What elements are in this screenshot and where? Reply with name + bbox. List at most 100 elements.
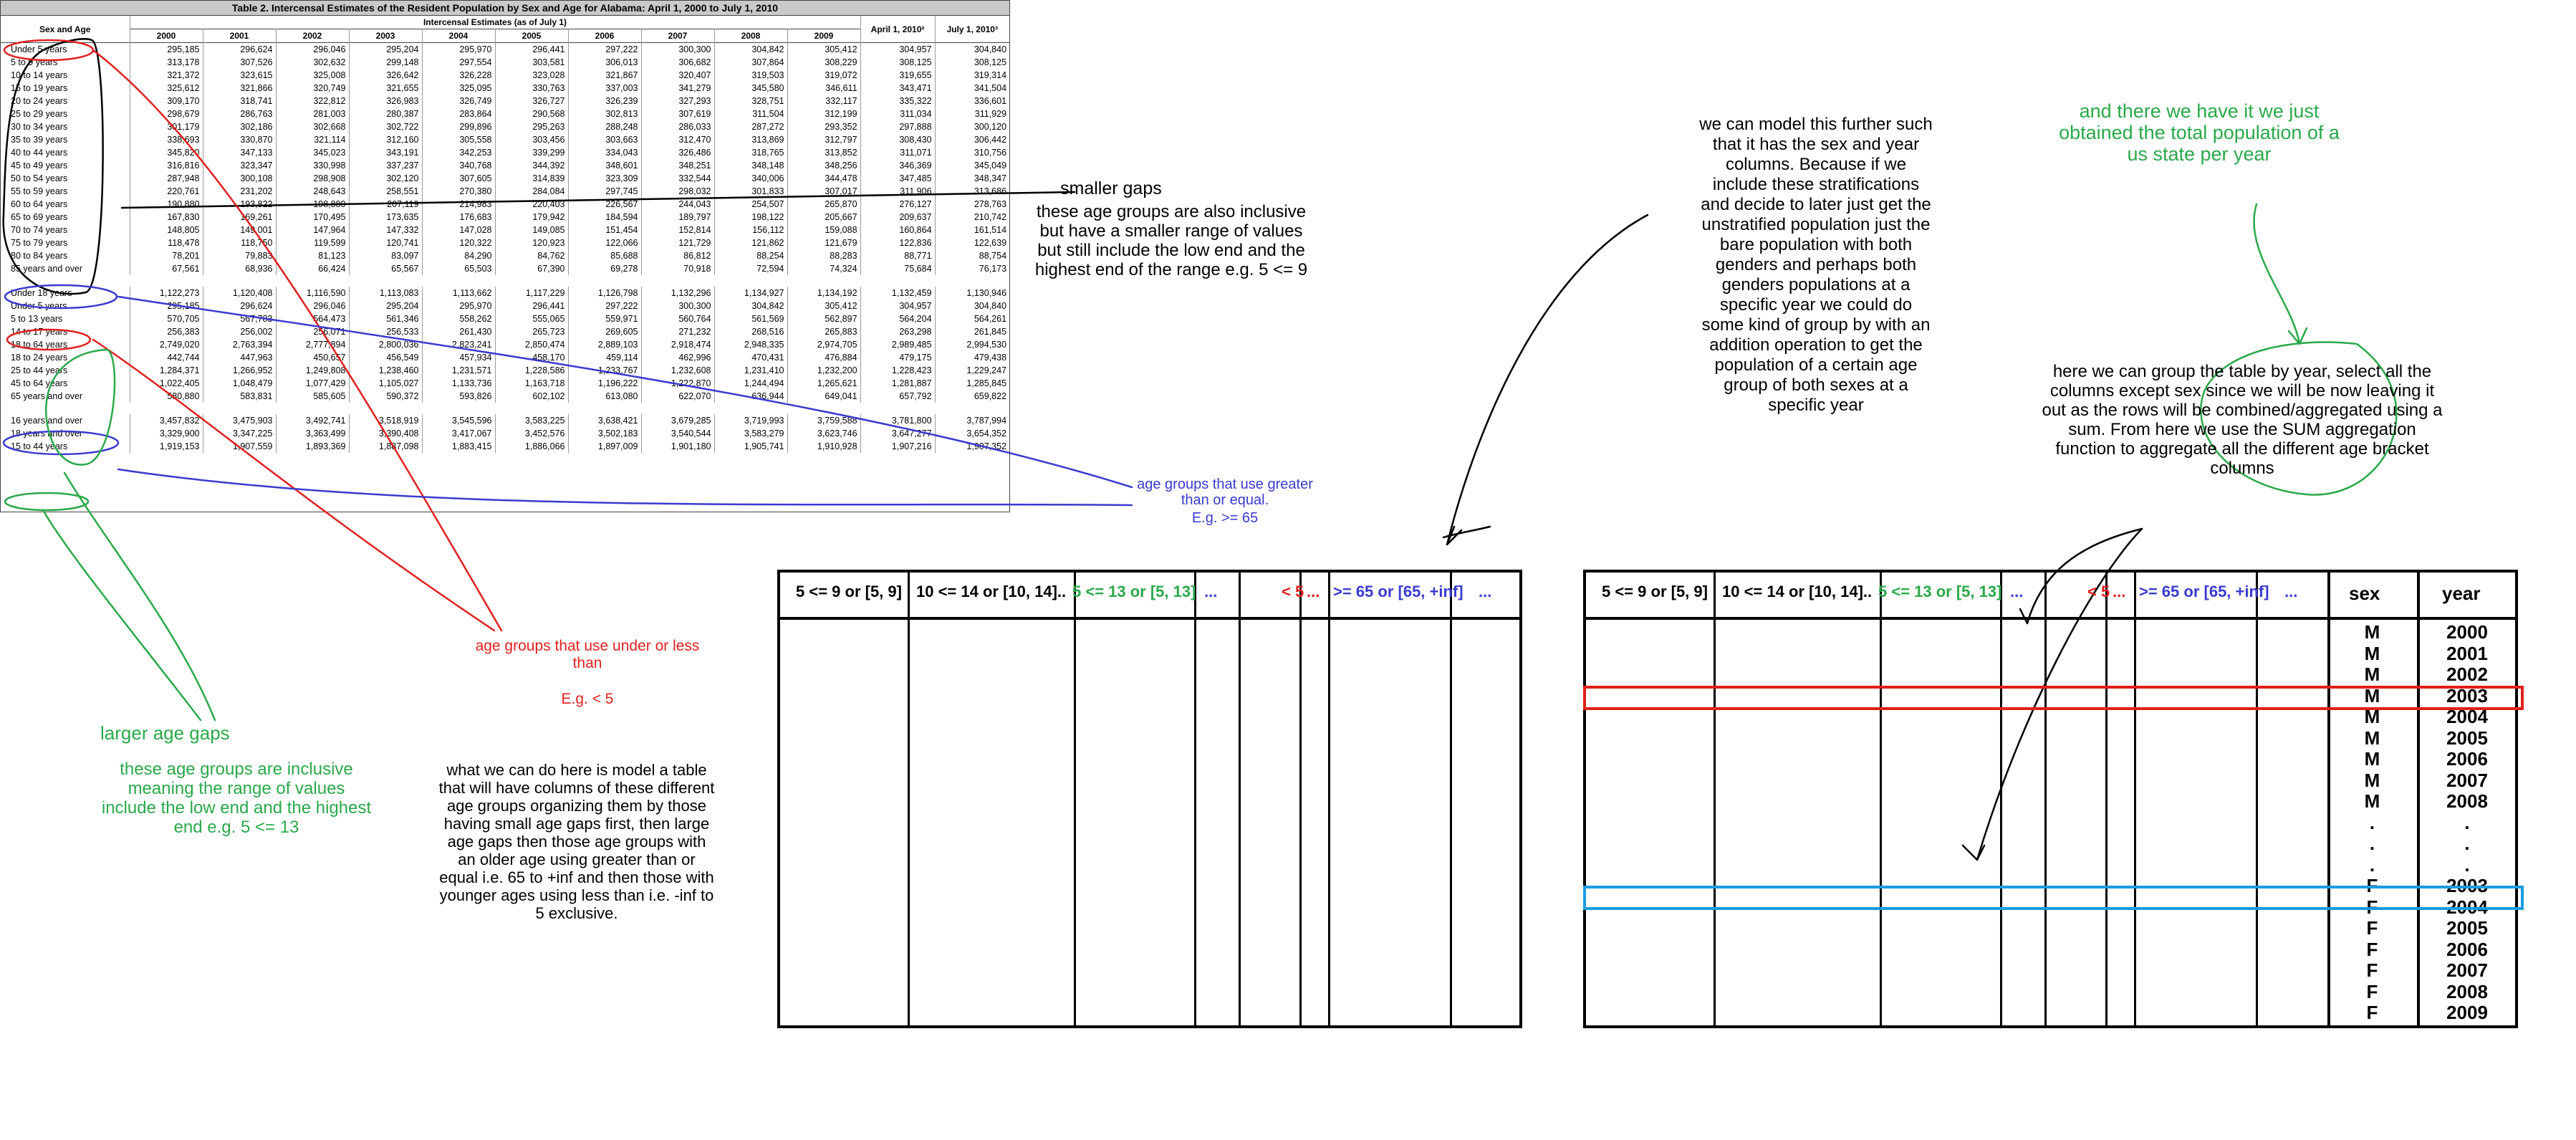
population-value: 1,907,216 (860, 440, 936, 453)
sex-cell: . (2369, 811, 2375, 833)
population-value: 330,870 (202, 133, 276, 146)
population-value: 269,605 (567, 325, 641, 338)
sex-cell: F (2366, 917, 2378, 939)
under-title: age groups that use under or less than (475, 638, 700, 671)
population-value: 303,456 (494, 133, 568, 146)
population-value: 88,254 (713, 249, 787, 262)
population-value: 318,765 (713, 146, 787, 159)
population-value: 1,113,083 (348, 287, 422, 300)
population-value: 564,261 (934, 312, 1010, 325)
population-value: 327,293 (640, 95, 714, 107)
population-value: 280,387 (348, 107, 422, 120)
population-value: 2,974,705 (787, 338, 861, 351)
population-value: 590,372 (348, 390, 422, 403)
population-value: 295,204 (348, 42, 422, 56)
population-value: 209,637 (860, 211, 936, 224)
population-value: 348,251 (640, 159, 714, 172)
census-grid: Sex and Age Intercensal Estimates (as of… (1, 16, 1010, 453)
population-value: 1,122,273 (129, 287, 203, 300)
sex-cell: . (2369, 853, 2375, 876)
population-value: 307,864 (713, 56, 787, 69)
population-value: 311,071 (860, 146, 936, 159)
population-value: 459,114 (567, 351, 641, 364)
population-value: 278,763 (934, 198, 1010, 211)
age-label: 40 to 44 years (11, 148, 68, 158)
larger-gaps-title: larger age gaps (100, 722, 230, 744)
population-value: 337,003 (567, 82, 641, 95)
population-value: 66,424 (275, 262, 349, 275)
smaller-gaps-body: these age groups are also inclusive but … (1034, 202, 1308, 279)
age-label: 18 to 24 years (11, 353, 68, 363)
population-value: 302,813 (567, 107, 641, 120)
population-value: 325,008 (275, 69, 349, 82)
population-value: 1,229,247 (934, 364, 1010, 377)
population-value: 173,635 (348, 211, 422, 224)
year-cell: 2006 (2446, 748, 2488, 770)
population-value: 297,745 (567, 185, 641, 198)
age-label: 30 to 34 years (11, 122, 68, 132)
population-value: 295,970 (421, 300, 495, 312)
population-value: 332,117 (787, 95, 861, 107)
population-value: 3,623,746 (787, 427, 861, 440)
population-value: 657,792 (860, 390, 936, 403)
population-value: 1,897,009 (567, 440, 641, 453)
population-value: 149,001 (202, 224, 276, 236)
green-circle-15-44 (4, 492, 90, 512)
year-cell: 2007 (2446, 959, 2488, 981)
population-value: 1,126,798 (567, 287, 641, 300)
population-value: 256,533 (348, 325, 422, 338)
population-value: 301,833 (713, 185, 787, 198)
s2-header-ellipsis-3: ... (2284, 583, 2298, 600)
greater-example: E.g. >= 65 (1191, 510, 1259, 526)
population-value: 326,642 (348, 69, 422, 82)
population-value: 2,948,335 (713, 338, 787, 351)
population-value: 210,742 (934, 211, 1010, 224)
population-value: 1,117,229 (494, 287, 568, 300)
sex-cell: M (2364, 642, 2380, 664)
population-value: 205,667 (787, 211, 861, 224)
population-value: 1,113,662 (421, 287, 495, 300)
year-col-2000: 2000 (129, 29, 203, 43)
population-value: 347,133 (202, 146, 276, 159)
population-value: 3,329,900 (129, 427, 203, 440)
header-10-14: 10 <= 14 or [10, 14].. (916, 583, 1067, 600)
population-value: 462,996 (640, 351, 714, 364)
population-value: 476,884 (787, 351, 861, 364)
age-label: 45 to 49 years (11, 161, 68, 171)
s2-header-ellipsis-2: ... (2113, 583, 2126, 600)
population-value: 302,722 (348, 120, 422, 133)
census-table: Table 2. Intercensal Estimates of the Re… (0, 0, 1010, 512)
population-value: 147,964 (275, 224, 349, 236)
population-value: 342,253 (421, 146, 495, 159)
population-value: 297,554 (421, 56, 495, 69)
population-value: 121,729 (640, 236, 714, 249)
population-value: 319,072 (787, 69, 861, 82)
population-value: 308,125 (934, 56, 1010, 69)
age-label: Under 18 years (11, 288, 72, 298)
population-value: 159,088 (787, 224, 861, 236)
population-value: 69,278 (567, 262, 641, 275)
population-value: 311,504 (713, 107, 787, 120)
green-scribble-circle (2200, 341, 2398, 496)
population-value: 296,624 (202, 300, 276, 312)
age-label: 35 to 39 years (11, 135, 68, 145)
population-value: 309,170 (129, 95, 203, 107)
population-value: 326,239 (567, 95, 641, 107)
population-value: 3,540,544 (640, 427, 714, 440)
blue-line-2 (117, 468, 1133, 507)
s2-header-ellipsis-1: ... (2010, 583, 2024, 600)
population-value: 562,897 (787, 312, 861, 325)
header-5-9: 5 <= 9 or [5, 9] (796, 583, 902, 600)
s2-header-10-14: 10 <= 14 or [10, 14].. (1722, 583, 1873, 600)
sketch-table-age-groups: 5 <= 9 or [5, 9] 10 <= 14 or [10, 14].. … (777, 570, 1522, 1028)
population-value: 88,771 (860, 249, 936, 262)
sketch-table-sex-year: 5 <= 9 or [5, 9] 10 <= 14 or [10, 14].. … (1583, 570, 2524, 1028)
population-value: 307,526 (202, 56, 276, 69)
